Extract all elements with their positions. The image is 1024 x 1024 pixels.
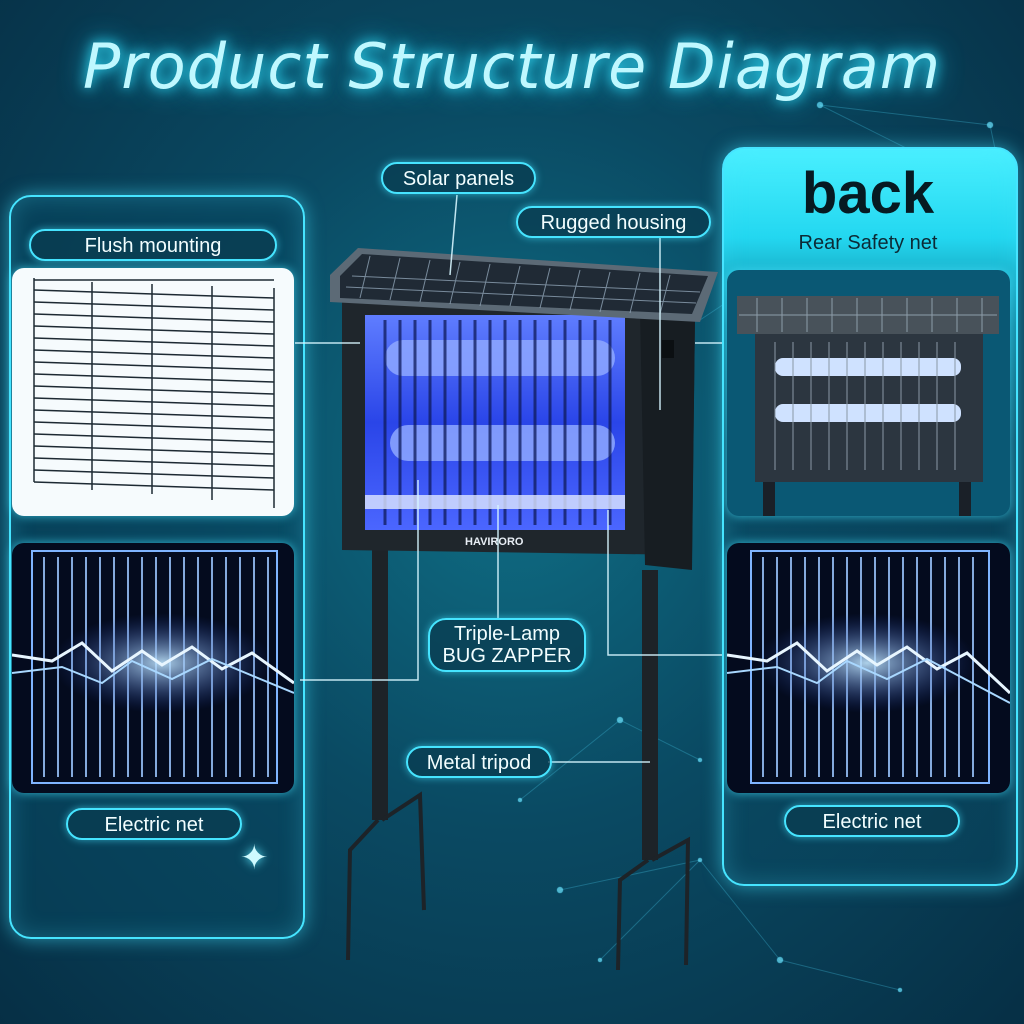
- bug-zapper-device: HAVIRORO: [330, 248, 718, 971]
- triple-lamp-line1: Triple-Lamp: [454, 623, 560, 645]
- flush-mounting-image: [12, 268, 294, 516]
- back-heading: back: [801, 161, 935, 226]
- grid-mesh-illustration: [33, 278, 275, 508]
- triple-lamp-line2: BUG ZAPPER: [442, 645, 572, 667]
- page-title: Product Structure Diagram: [82, 30, 942, 103]
- triple-lamp-label: Triple-Lamp BUG ZAPPER: [428, 618, 586, 672]
- rear-device-illustration: [737, 296, 999, 516]
- rear-view-image: [727, 270, 1010, 516]
- electric-net-left-image: [12, 543, 294, 793]
- electric-net-right-image: [727, 543, 1010, 793]
- rear-safety-net-label: Rear Safety net: [798, 232, 938, 254]
- flush-mounting-label: Flush mounting: [29, 229, 277, 261]
- metal-tripod-label: Metal tripod: [406, 746, 552, 778]
- sparkle-icon: ✦: [240, 839, 269, 877]
- electric-grid-illustration: [12, 550, 294, 784]
- rugged-housing-label: Rugged housing: [516, 206, 711, 238]
- brand-logo: HAVIRORO: [465, 536, 524, 548]
- electric-net-right-label: Electric net: [784, 805, 960, 837]
- tripod-leg-right: [642, 570, 658, 860]
- solar-panels-label: Solar panels: [381, 162, 536, 194]
- electric-net-left-label: Electric net: [66, 808, 242, 840]
- tripod-leg-left: [372, 530, 388, 820]
- electric-grid-illustration-right: [727, 550, 1010, 784]
